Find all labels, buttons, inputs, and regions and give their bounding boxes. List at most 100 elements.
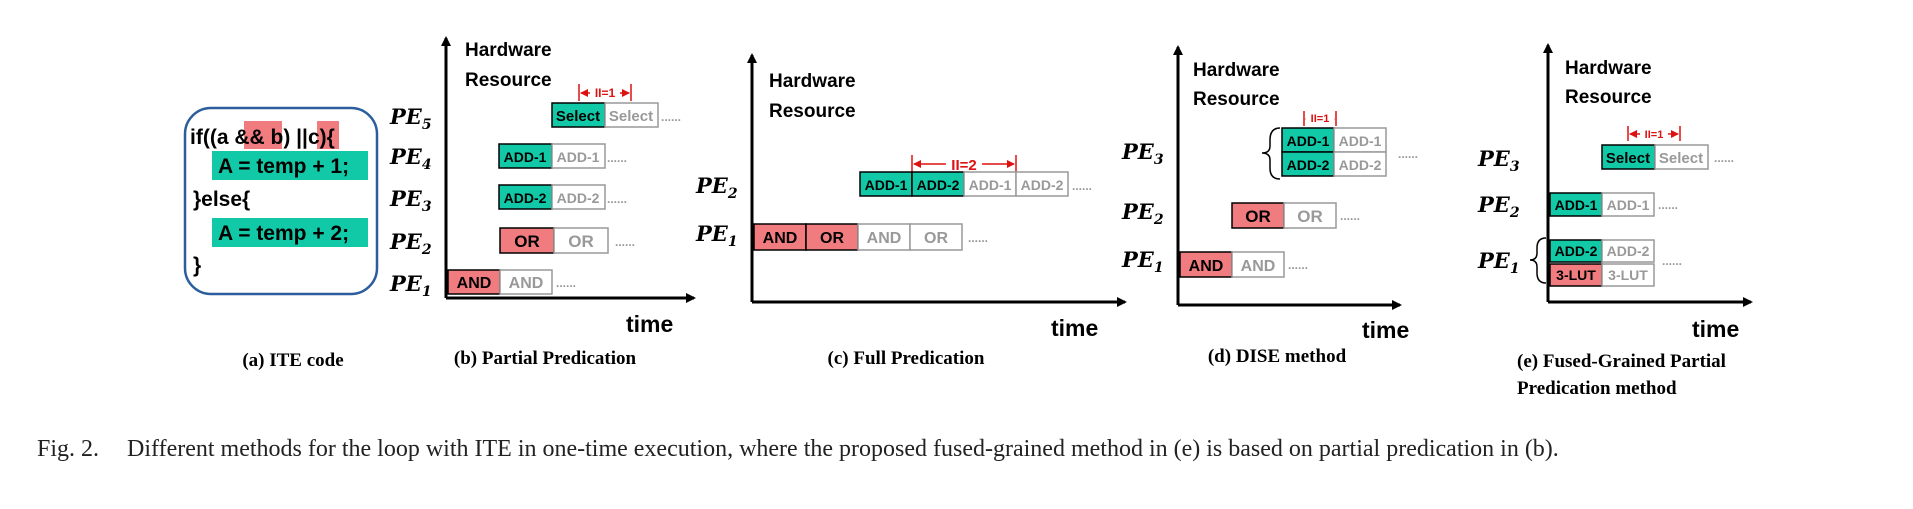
- hardware-label: Hardware: [1193, 60, 1280, 81]
- op-box-and: AND: [1189, 258, 1224, 275]
- op-box-add1-next: ADD-1: [1607, 197, 1650, 213]
- op-box-add2: ADD-2: [504, 190, 547, 206]
- op-box-add1-next: ADD-1: [557, 149, 600, 165]
- dots: ......: [1072, 179, 1092, 193]
- caption-d: (d) DISE method: [1208, 346, 1347, 367]
- dots: ......: [615, 235, 635, 249]
- code-line-1: if((a && b) ||c){: [190, 126, 335, 149]
- op-box-and: AND: [457, 275, 492, 292]
- code-line-4: A = temp + 2;: [218, 222, 349, 245]
- full-predication-panel: Hardware Resource time PE2 PE1 II=2 ADD-…: [695, 53, 1127, 369]
- op-box-add2-next: ADD-2: [1339, 157, 1382, 173]
- op-box-add1: ADD-1: [1287, 133, 1330, 149]
- pe-label: PE2: [389, 229, 432, 258]
- dots: ......: [1340, 209, 1360, 223]
- hardware-label: Hardware: [769, 71, 856, 92]
- caption-c: (c) Full Predication: [828, 348, 985, 369]
- pe-label: PE2: [1121, 199, 1164, 228]
- code-line-3: }else{: [193, 188, 250, 211]
- op-box-add1: ADD-1: [865, 177, 908, 193]
- op-box-3lut: 3-LUT: [1556, 267, 1596, 283]
- op-box-add1-next: ADD-1: [1339, 133, 1382, 149]
- op-box-or-next: OR: [924, 230, 948, 247]
- pe-label: PE1: [389, 271, 432, 300]
- dots: ......: [1288, 258, 1308, 272]
- pe-label: PE1: [1121, 247, 1164, 276]
- partial-predication-panel: Hardware Resource time PE5 PE4 PE3 PE2 P…: [389, 36, 696, 369]
- dots: ......: [1398, 147, 1418, 161]
- op-box-or-next: OR: [1297, 207, 1323, 226]
- op-box-or: OR: [820, 230, 844, 247]
- pe-label: PE2: [1477, 192, 1520, 221]
- else-highlight: [212, 218, 368, 247]
- pe-label: PE5: [389, 104, 432, 133]
- op-box-add1-next: ADD-1: [969, 177, 1012, 193]
- figure-diagram: if((a && b) ||c){ A = temp + 1; }else{ A…: [183, 36, 1753, 399]
- pe-label: PE3: [389, 186, 432, 215]
- figure-caption: Fig. 2. Different methods for the loop wi…: [37, 434, 1913, 464]
- caption-e-line1: (e) Fused-Grained Partial: [1517, 351, 1726, 372]
- dots: ......: [607, 192, 627, 206]
- op-box-select-next: Select: [609, 108, 653, 125]
- op-box-add1: ADD-1: [1555, 197, 1598, 213]
- time-label: time: [1362, 317, 1409, 343]
- op-box-add2-next: ADD-2: [1607, 243, 1650, 259]
- op-box-add1: ADD-1: [504, 149, 547, 165]
- op-box-3lut-next: 3-LUT: [1608, 267, 1648, 283]
- code-line-5: }: [193, 254, 201, 277]
- pe-label: PE1: [1477, 248, 1520, 277]
- op-box-add2-next: ADD-2: [1021, 177, 1064, 193]
- dise-method-panel: Hardware Resource time PE3 PE2 PE1 II=1 …: [1121, 45, 1418, 367]
- pe-label: PE3: [1121, 139, 1164, 168]
- figure-number: Fig. 2.: [37, 436, 100, 462]
- ii-label: II=1: [595, 86, 616, 100]
- and-highlight: [244, 121, 282, 149]
- time-label: time: [1051, 315, 1098, 341]
- then-highlight: [212, 151, 368, 180]
- dots: ......: [661, 110, 681, 124]
- ite-code-panel: if((a && b) ||c){ A = temp + 1; }else{ A…: [183, 106, 379, 371]
- code-line-2: A = temp + 1;: [218, 155, 349, 178]
- brace: [1529, 237, 1547, 284]
- ii-label: II=1: [1645, 129, 1664, 141]
- ii-label: II=1: [1311, 113, 1330, 125]
- ii-label: II=2: [951, 157, 976, 174]
- op-box-and-next: AND: [1241, 258, 1276, 275]
- op-box-select-next: Select: [1659, 150, 1703, 167]
- dots: ......: [1714, 151, 1734, 165]
- pe-label: PE4: [389, 144, 432, 173]
- op-box-add2: ADD-2: [917, 177, 960, 193]
- resource-label: Resource: [465, 70, 552, 91]
- caption-b: (b) Partial Predication: [454, 348, 637, 369]
- resource-label: Resource: [1193, 89, 1280, 110]
- resource-label: Resource: [1565, 87, 1652, 108]
- op-box-and-next: AND: [867, 230, 902, 247]
- time-label: time: [1692, 316, 1739, 342]
- pe-label: PE2: [695, 173, 738, 202]
- op-box-add2: ADD-2: [1287, 157, 1330, 173]
- caption-e-line2: Predication method: [1517, 378, 1677, 399]
- brace: [1261, 127, 1281, 180]
- op-box-select: Select: [556, 108, 600, 125]
- caption-a: (a) ITE code: [242, 350, 343, 371]
- hardware-label: Hardware: [1565, 58, 1652, 79]
- op-box-or-next: OR: [568, 232, 594, 251]
- hardware-label: Hardware: [465, 40, 552, 61]
- op-box-or: OR: [1245, 207, 1271, 226]
- or-highlight: [317, 121, 339, 149]
- op-box-and: AND: [763, 230, 798, 247]
- pe-label: PE1: [695, 221, 738, 250]
- dots: ......: [1658, 198, 1678, 212]
- resource-label: Resource: [769, 101, 856, 122]
- dots: ......: [607, 151, 627, 165]
- op-box-add2: ADD-2: [1555, 243, 1598, 259]
- dots: ......: [1662, 254, 1682, 268]
- op-box-or: OR: [514, 232, 540, 251]
- caption-text: Different methods for the loop with ITE …: [127, 436, 1559, 462]
- op-box-and-next: AND: [509, 275, 544, 292]
- time-label: time: [626, 311, 673, 337]
- op-box-select: Select: [1606, 150, 1650, 167]
- pe-label: PE3: [1477, 146, 1520, 175]
- dots: ......: [968, 231, 988, 245]
- fused-grained-panel: Hardware Resource time PE3 PE2 PE1 II=1 …: [1477, 43, 1753, 399]
